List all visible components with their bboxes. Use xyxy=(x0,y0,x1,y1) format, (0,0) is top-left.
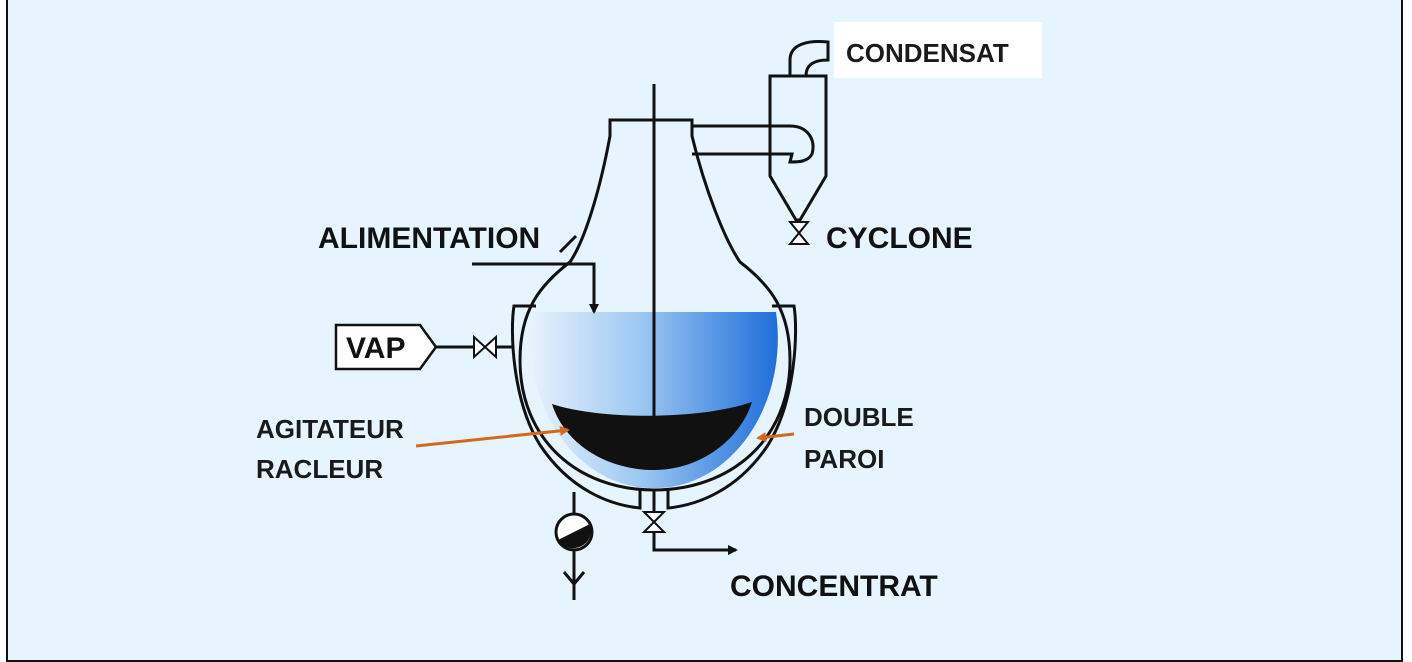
alimentation-label: ALIMENTATION xyxy=(318,222,540,255)
double-wall-pointer xyxy=(756,432,795,443)
agitator-pointer xyxy=(415,425,570,448)
feed-line xyxy=(472,262,599,314)
cyclone-body xyxy=(768,74,828,222)
double-wall-jacket-right xyxy=(666,304,798,510)
pump-icon xyxy=(554,512,594,552)
agitateur-label-line2: RACLEUR xyxy=(256,454,383,484)
cyclone-label: CYCLONE xyxy=(826,222,973,255)
agitateur-label-line1: AGITATEUR xyxy=(256,414,404,444)
vap-label: VAP xyxy=(346,332,405,365)
cyclone-outlet xyxy=(788,40,830,77)
steam-valve-icon xyxy=(473,334,497,360)
double-paroi-label-line2: PAROI xyxy=(804,444,884,474)
condensat-label: CONDENSAT xyxy=(846,38,1009,68)
double-paroi-label-line1: DOUBLE xyxy=(804,402,914,432)
concentrat-label: CONCENTRAT xyxy=(730,570,938,603)
drain-fork-icon xyxy=(562,571,586,587)
vap-tag xyxy=(334,323,438,371)
concentrate-line xyxy=(652,532,738,555)
cyclone-valve-icon xyxy=(787,221,811,245)
vapor-pipe xyxy=(692,124,815,164)
double-wall-jacket xyxy=(510,304,642,510)
concentrate-valve-icon xyxy=(641,511,667,533)
vessel-body xyxy=(518,118,792,492)
condensat-label-box xyxy=(834,22,1042,78)
agitator-scraper xyxy=(552,402,752,470)
feed-line-connector xyxy=(558,234,578,254)
